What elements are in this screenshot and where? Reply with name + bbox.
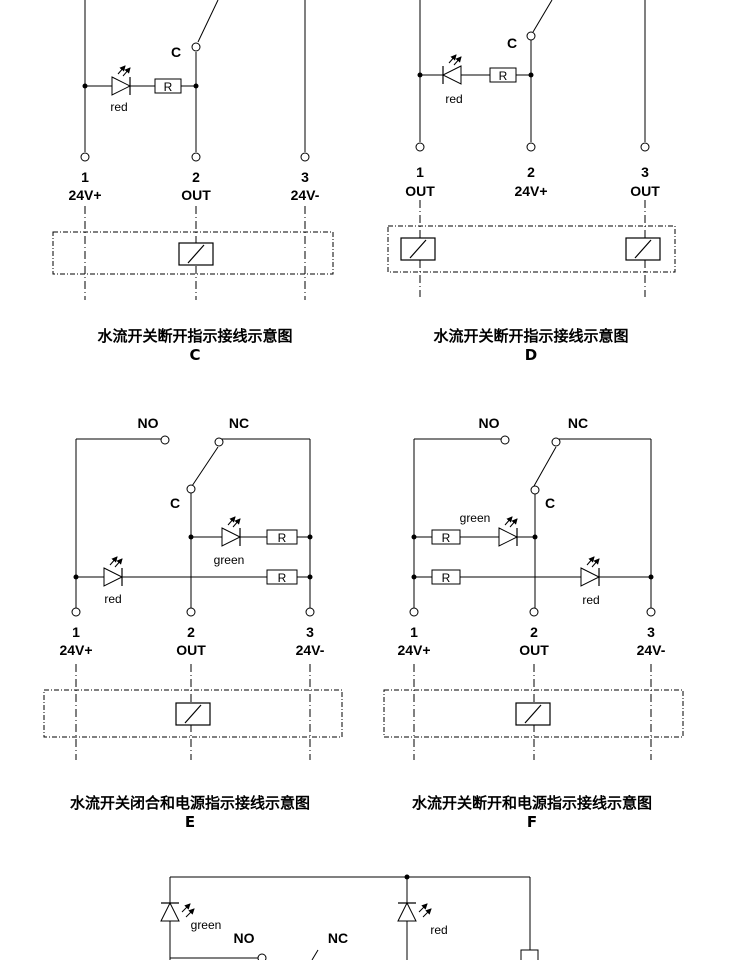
led-label: red bbox=[430, 923, 447, 937]
caption-title: 水流开关闭合和电源指示接线示意图 bbox=[69, 794, 310, 812]
resistor-label: R bbox=[442, 571, 451, 585]
caption-d: 水流开关断开指示接线示意图 D bbox=[386, 327, 676, 365]
no-label: NO bbox=[138, 415, 159, 431]
terminal-label: OUT bbox=[630, 183, 660, 199]
resistor-label: R bbox=[278, 531, 287, 545]
caption-letter: C bbox=[189, 346, 201, 364]
terminal-number: 2 bbox=[527, 164, 535, 180]
terminal-label: 24V- bbox=[637, 642, 666, 658]
resistor-label: R bbox=[442, 531, 451, 545]
terminal-label: 24V+ bbox=[397, 642, 430, 658]
terminal-label: OUT bbox=[405, 183, 435, 199]
diagram-f bbox=[383, 438, 684, 760]
terminal-number: 1 bbox=[81, 169, 89, 185]
terminal-label: 24V- bbox=[296, 642, 325, 658]
diagram-g bbox=[169, 876, 539, 960]
led-label: green bbox=[191, 918, 222, 932]
caption-title: 水流开关断开指示接线示意图 bbox=[97, 327, 293, 345]
terminal-number: 3 bbox=[641, 164, 649, 180]
terminal-number: 3 bbox=[647, 624, 655, 640]
contact-c-label: C bbox=[170, 495, 180, 511]
nc-label: NC bbox=[568, 415, 588, 431]
led-label: red bbox=[104, 592, 121, 606]
terminal-label: 24V+ bbox=[59, 642, 92, 658]
caption-c: 水流开关断开指示接线示意图 C bbox=[50, 327, 340, 365]
terminal-number: 2 bbox=[187, 624, 195, 640]
led-label: green bbox=[214, 553, 245, 567]
caption-title: 水流开关断开指示接线示意图 bbox=[433, 327, 629, 345]
terminal-number: 3 bbox=[301, 169, 309, 185]
terminal-number: 1 bbox=[72, 624, 80, 640]
led-label: red bbox=[582, 593, 599, 607]
contact-c-label: C bbox=[507, 35, 517, 51]
junction-dots bbox=[73, 72, 654, 880]
terminal-label: OUT bbox=[176, 642, 206, 658]
resistor-label: R bbox=[278, 571, 287, 585]
resistor-label: R bbox=[164, 80, 173, 94]
terminal-number: 3 bbox=[306, 624, 314, 640]
led-label: red bbox=[110, 100, 127, 114]
caption-letter: D bbox=[524, 346, 538, 364]
contact-c-label: C bbox=[545, 495, 555, 511]
diagram-e bbox=[43, 438, 343, 760]
caption-letter: F bbox=[526, 813, 538, 831]
caption-letter: E bbox=[184, 813, 196, 831]
terminal-label: 24V+ bbox=[514, 183, 547, 199]
no-label: NO bbox=[479, 415, 500, 431]
nc-label: NC bbox=[229, 415, 249, 431]
terminal-label: OUT bbox=[181, 187, 211, 203]
led-label: red bbox=[445, 92, 462, 106]
terminal-label: OUT bbox=[519, 642, 549, 658]
contact-c-label: C bbox=[171, 44, 181, 60]
terminal-label: 24V- bbox=[291, 187, 320, 203]
terminal-number: 2 bbox=[192, 169, 200, 185]
nc-label: NC bbox=[328, 930, 348, 946]
led-label: green bbox=[460, 511, 491, 525]
caption-e: 水流开关闭合和电源指示接线示意图 E bbox=[30, 794, 350, 832]
caption-f: 水流开关断开和电源指示接线示意图 F bbox=[372, 794, 692, 832]
terminal-number: 1 bbox=[416, 164, 424, 180]
terminal-circles bbox=[71, 31, 656, 960]
resistor-label: R bbox=[499, 69, 508, 83]
terminal-number: 1 bbox=[410, 624, 418, 640]
terminal-number: 2 bbox=[530, 624, 538, 640]
diagram-d bbox=[387, 0, 676, 297]
terminal-label: 24V+ bbox=[68, 187, 101, 203]
caption-title: 水流开关断开和电源指示接线示意图 bbox=[411, 794, 652, 812]
no-label: NO bbox=[234, 930, 255, 946]
